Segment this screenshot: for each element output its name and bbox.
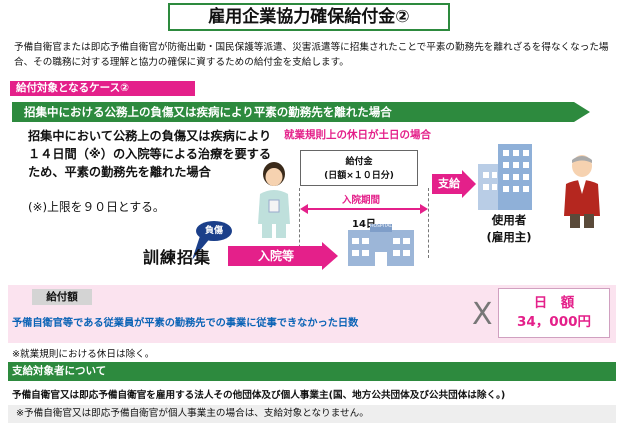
benefit-title: 給付金 [345,157,373,167]
payee-heading: 支給対象者について [8,362,616,381]
hospital-sign: HOSPITAL [370,224,392,229]
case-condition: 招集中において公務上の負傷又は疾病により１４日間（※）の入院等による治療を要する… [28,129,272,179]
hospital-arrow-label: 入院等 [258,249,295,263]
hospital-building-icon [348,224,414,266]
intro-text: 予備自衛官または即応予備自衛官が防衛出動・国民保護等派遣、災害派遣等に招集された… [14,42,609,68]
employer-label-line1: 使用者 [491,213,527,227]
daily-amount-value: 34，000円 [517,314,591,330]
payment-arrow [432,170,476,198]
reservist-person-icon [258,162,290,238]
payment-label: 支給 [438,177,460,190]
benefit-box: 給付金 (日額×１０日分) [300,150,418,186]
page-title: 雇用企業協力確保給付金② [168,3,450,31]
multiply-sign: X [472,297,493,332]
hospital-arrow [228,242,338,270]
payee-note: ※予備自衛官又は即応予備自衛官が個人事業主の場合は、支給対象となりません。 [8,405,616,423]
company-building-icon [478,144,532,210]
payee-description: 予備自衛官又は即応予備自衛官を雇用する法人その他団体及び個人事業主(国、地方公共… [12,390,506,401]
case-heading-arrow [12,102,590,122]
amount-tab: 給付額 [32,289,92,305]
amount-description: 予備自衛官等である従業員が平素の勤務先での事業に従事できなかった日数 [12,318,359,329]
hospital-period-label: 入院期間 [342,195,381,206]
amount-note: ※就業規則における休日は除く。 [12,349,155,360]
injury-pointer-icon [192,236,212,260]
case-condition-note: (※)上限を９０日とする。 [28,200,165,214]
case-heading: 招集中における公務上の負傷又は疾病により平素の勤務先を離れた場合 [24,105,392,119]
training-call-label: 訓練招集 [143,248,212,267]
employer-label: 使用者 (雇用主) [474,212,544,246]
period-end-line [428,188,429,258]
daily-amount-box: 日 額 34，000円 [498,288,610,338]
period-days-label: 14日 [352,219,376,230]
holiday-note: 就業規則上の休日が土日の場合 [284,129,431,141]
hospital-period-arrow [300,204,428,214]
daily-amount-label: 日 額 [533,295,575,311]
period-start-line [299,188,300,258]
employer-label-line2: (雇用主) [486,230,532,244]
employer-person-icon [564,155,600,228]
case-label: 給付対象となるケース② [10,81,195,96]
benefit-detail: (日額×１０日分) [324,171,394,181]
